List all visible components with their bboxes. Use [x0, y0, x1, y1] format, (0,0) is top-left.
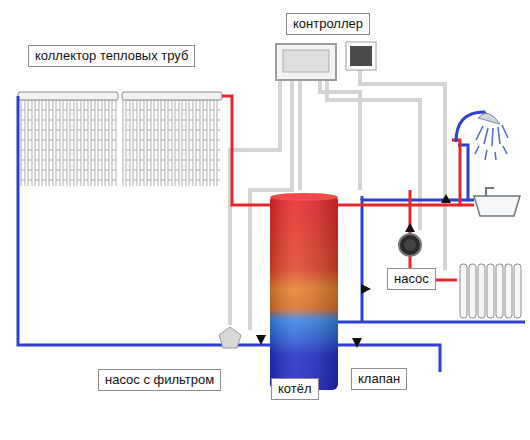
radiator-section	[487, 264, 494, 318]
radiator-section	[496, 264, 503, 318]
label-box: клапан	[351, 368, 407, 390]
radiator-section	[478, 264, 485, 318]
radiator-section	[514, 264, 521, 318]
radiator-section	[505, 264, 512, 318]
label-box: контроллер	[286, 13, 370, 35]
label-text: клапан	[358, 371, 400, 386]
label-text: насос с фильтром	[105, 372, 214, 387]
label-box: коллектор тепловых труб	[28, 45, 195, 67]
label-text: котёл	[278, 381, 312, 396]
radiator-section	[460, 264, 467, 318]
label-text: коллектор тепловых труб	[35, 48, 188, 63]
label-text: насос	[394, 271, 429, 286]
radiator-section	[469, 264, 476, 318]
label-text: контроллер	[293, 16, 363, 31]
label-box: насос с фильтром	[98, 369, 221, 391]
label-box: котёл	[271, 378, 319, 400]
label-box: насос	[387, 268, 436, 290]
